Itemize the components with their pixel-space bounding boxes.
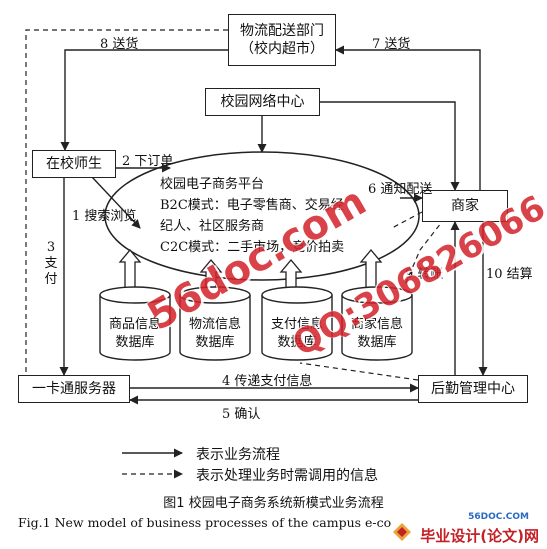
dashed-merchant-db <box>404 217 446 286</box>
platform-c2c: C2C模式：二手市场，竞价拍卖 <box>160 240 345 255</box>
db-goods-label: 商品信息 数据库 <box>108 317 161 350</box>
logistics-dept-box: 物流配送部门 （校内超市） <box>228 14 336 66</box>
legend-dashed-text: 表示处理业务时需调用的信息 <box>196 468 378 484</box>
legend-solid-text: 表示业务流程 <box>196 447 280 463</box>
brand-name-text: 毕业设计(论文)网 <box>420 527 539 545</box>
network-center-box: 校园网络中心 <box>205 88 320 116</box>
logistics-center-box: 后勤管理中心 <box>418 375 528 403</box>
logistics-center-label: 后勤管理中心 <box>431 381 515 397</box>
figure-caption-en: Fig.1 New model of business processes of… <box>18 515 392 530</box>
flow-3-label: 3 支 付 <box>44 240 58 287</box>
flow-9-label: 9 转账 <box>405 267 444 282</box>
logistics-dept-label: 物流配送部门 <box>240 23 324 39</box>
brand-site-text: 56DOC.COM <box>468 512 529 522</box>
teacher-label: 在校师生 <box>46 156 102 172</box>
merchant-label: 商家 <box>451 198 479 214</box>
flow-6-label: 6 通知配送 <box>368 182 433 197</box>
flow-8-line <box>60 49 228 151</box>
dashed-merchant-platform <box>391 211 423 229</box>
network-to-merchant <box>320 101 460 191</box>
dashed-center-to-db <box>299 362 419 381</box>
db-merchant-label: 商家信息 数据库 <box>350 317 403 350</box>
network-center-label: 校园网络中心 <box>220 94 305 110</box>
platform-b2c: B2C模式：电子零售商、交易经 <box>160 198 344 213</box>
flow-10-label: 10 结算 <box>486 267 533 282</box>
flow-7-label: 7 送货 <box>372 37 411 52</box>
logistics-dept-sublabel: （校内超市） <box>240 41 324 57</box>
db-payment-label: 支付信息 数据库 <box>270 317 323 350</box>
card-server-box: 一卡通服务器 <box>18 375 130 403</box>
database-cylinders <box>99 286 413 361</box>
platform-text: 校园电子商务平台 B2C模式：电子零售商、交易经 纪人、社区服务商 C2C模式：… <box>160 174 344 258</box>
teacher-box: 在校师生 <box>32 150 116 178</box>
flow-1-line <box>91 176 141 229</box>
merchant-box: 商家 <box>422 190 508 222</box>
brand-logo-icon <box>393 523 411 541</box>
flow-7-line <box>335 45 481 190</box>
db-to-platform-arrows <box>118 248 383 291</box>
flow-5-label: 5 确认 <box>222 407 261 422</box>
flow-2-label: 2 下订单 <box>122 154 174 169</box>
figure-caption-cn: 图1 校园电子商务系统新模式业务流程 <box>163 496 384 511</box>
db-logistics-label: 物流信息 数据库 <box>188 317 241 350</box>
dashed-logistics-loop <box>25 29 228 340</box>
flow-8-label: 8 送货 <box>100 37 139 52</box>
platform-title: 校园电子商务平台 <box>160 177 265 192</box>
flow-1-label: 1 搜索浏览 <box>72 209 137 224</box>
platform-b2c-cont: 纪人、社区服务商 <box>160 219 265 234</box>
card-server-label: 一卡通服务器 <box>32 381 116 397</box>
flow-4-label: 4 传递支付信息 <box>222 374 313 389</box>
